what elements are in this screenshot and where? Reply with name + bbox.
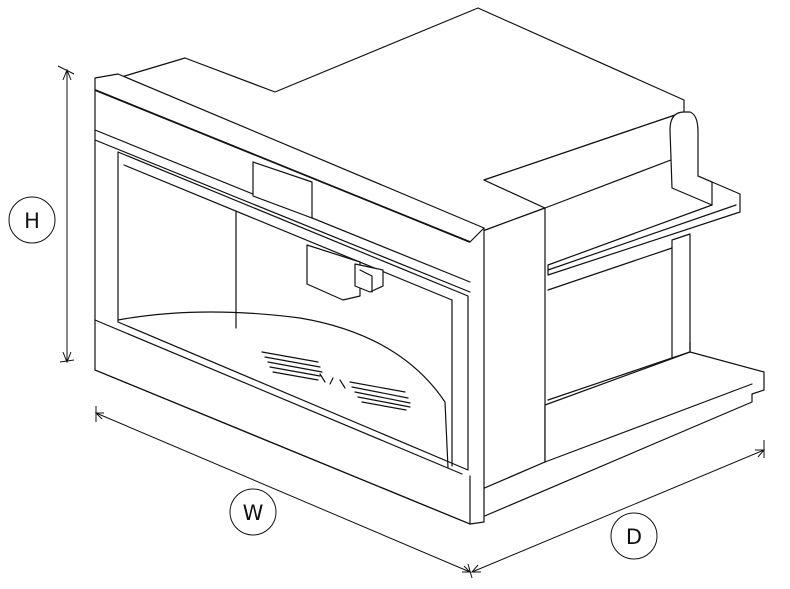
label-width: W bbox=[229, 488, 277, 536]
coffee-spout bbox=[306, 244, 384, 301]
label-width-text: W bbox=[243, 501, 264, 525]
front-bezel bbox=[94, 73, 485, 525]
label-height-text: H bbox=[24, 209, 40, 233]
label-depth-text: D bbox=[626, 525, 642, 549]
dimension-lines bbox=[57, 65, 766, 579]
base-plate bbox=[479, 341, 765, 519]
drip-grilles bbox=[261, 351, 411, 411]
mounting-bracket bbox=[547, 111, 741, 401]
label-depth: D bbox=[610, 512, 658, 560]
rear-housing bbox=[117, 7, 685, 491]
label-height: H bbox=[8, 196, 56, 244]
